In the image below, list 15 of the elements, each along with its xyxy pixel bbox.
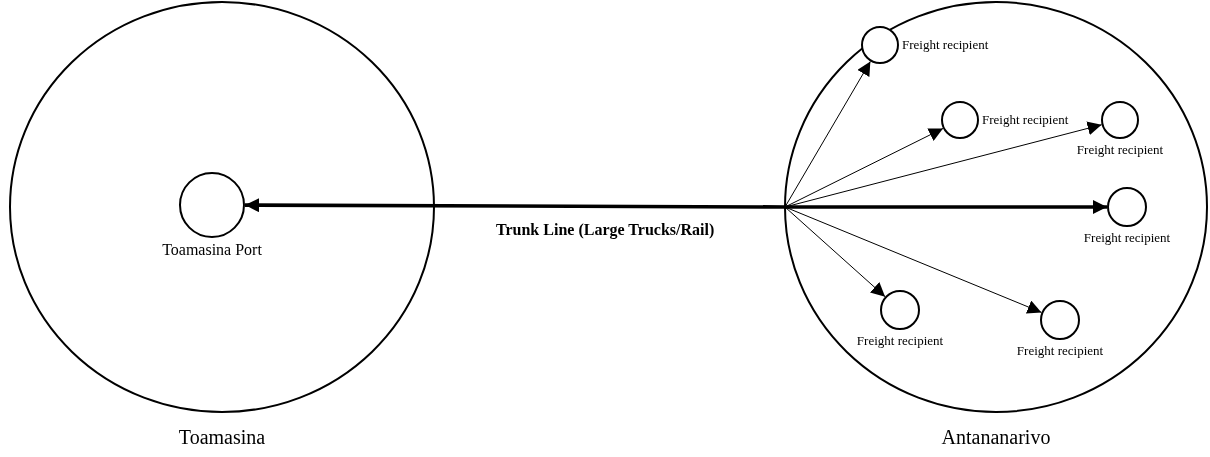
location-label: Freight recipient — [982, 112, 1069, 128]
location-label: Freight recipient — [1082, 230, 1172, 246]
region-name: Toamasina — [177, 426, 267, 449]
location-label: Freight recipient — [1015, 343, 1105, 359]
arrow — [784, 60, 871, 208]
location-label: Freight recipient — [855, 333, 945, 349]
location-label: Freight recipient — [902, 37, 989, 53]
location-label: Toamasina Port — [161, 241, 263, 259]
arrow — [784, 206, 886, 298]
arrow — [245, 198, 785, 213]
arrow — [785, 200, 1107, 214]
location-label: Freight recipient — [1075, 142, 1165, 158]
edge-label: Trunk Line (Large Trucks/Rail) — [494, 221, 717, 240]
region-name: Antananarivo — [940, 426, 1052, 449]
arrow — [784, 206, 1042, 314]
